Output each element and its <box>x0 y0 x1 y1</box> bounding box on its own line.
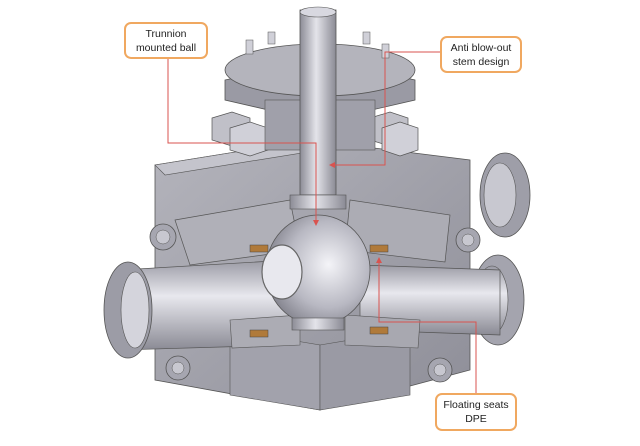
stem <box>289 6 347 210</box>
leader-lines <box>167 51 477 393</box>
callout-seats-line-1: Floating seats <box>443 399 509 411</box>
callout-anti-blowout-stem: Anti blow-out stem design <box>440 36 522 73</box>
seat-housings <box>174 199 451 349</box>
callout-seats-line-2: DPE <box>465 413 487 425</box>
callout-stem-line-1: Anti blow-out <box>450 41 512 54</box>
leader-trunnion <box>167 58 319 226</box>
callout-trunnion-line-2: mounted ball <box>135 41 197 54</box>
callout-stem-line-2: stem design <box>452 55 510 68</box>
trunnion-ball <box>261 214 371 331</box>
leader-stem <box>329 51 440 168</box>
callout-trunnion-line-1: Trunnion <box>145 27 187 40</box>
callout-trunnion-mounted-ball: Trunnion mounted ball <box>124 22 208 59</box>
right-pipe-bore <box>359 264 501 336</box>
bolts <box>149 111 481 383</box>
leader-seats <box>376 257 477 393</box>
callout-floating-seats: Floating seats DPE <box>435 393 517 431</box>
